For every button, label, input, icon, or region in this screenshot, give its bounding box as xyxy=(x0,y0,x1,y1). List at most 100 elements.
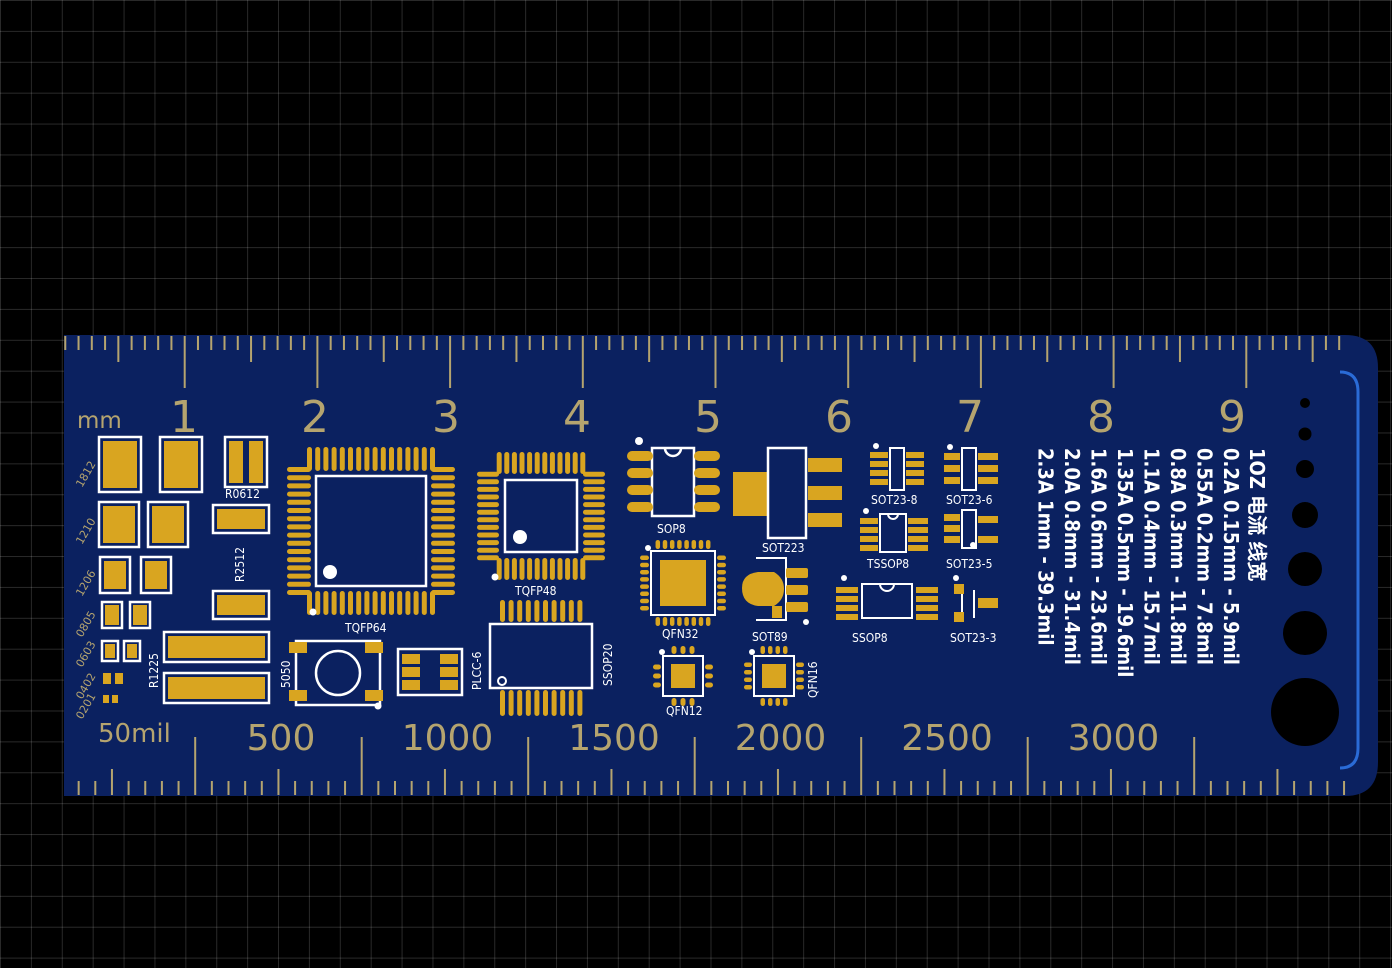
tick-mm xyxy=(382,336,385,362)
tick-mm xyxy=(276,336,279,350)
tick-mm xyxy=(1258,336,1261,350)
tick-mm xyxy=(1298,336,1301,350)
tick-mm xyxy=(449,336,452,388)
tick-mil xyxy=(310,781,313,795)
tick-mm xyxy=(1271,336,1274,350)
qfn16-footprint: QFN16 xyxy=(744,646,820,706)
ruler-top-number: 9 xyxy=(1218,392,1246,443)
current-table-row: 1.35A 0.5mm - 19.6mil xyxy=(1113,448,1137,677)
hole xyxy=(1298,427,1312,441)
ruler-ticks-bottom xyxy=(77,737,1346,795)
tick-mm xyxy=(767,336,770,350)
sot223-footprint: SOT223 xyxy=(733,446,842,555)
tick-mm xyxy=(1125,336,1128,350)
tick-mm xyxy=(1032,336,1035,350)
tick-mm xyxy=(130,336,133,350)
current-table-row: 2.3A 1mm - 39.3mil xyxy=(1034,448,1058,646)
tick-mil xyxy=(593,781,596,795)
tqfp64-footprint: TQFP64 xyxy=(287,447,455,635)
label-sop8: SOP8 xyxy=(657,522,686,536)
tick-mil xyxy=(194,737,197,795)
label-sot23-5: SOT23-5 xyxy=(946,557,992,571)
tick-mil xyxy=(943,769,946,795)
ruler-bottom-unit: 50mil xyxy=(98,719,171,749)
tick-mm xyxy=(369,336,372,350)
tick-mil xyxy=(1010,781,1013,795)
tick-mil xyxy=(1026,737,1029,795)
ruler-ticks-top xyxy=(64,336,1341,388)
tick-mm xyxy=(648,336,651,362)
label-qfn12: QFN12 xyxy=(666,704,703,718)
label-5050: 5050 xyxy=(279,660,293,688)
tick-mm xyxy=(900,336,903,350)
tick-mil xyxy=(993,781,996,795)
tick-mil xyxy=(610,769,613,795)
current-table-row: 0.2A 0.15mm - 5.9mil xyxy=(1219,448,1243,665)
label-sot89: SOT89 xyxy=(752,630,788,644)
current-table-title: 1OZ 电流 线宽 xyxy=(1245,448,1269,581)
board-edge-accent xyxy=(1339,370,1360,770)
ruler-bottom-number: 1500 xyxy=(568,718,660,759)
tick-mm xyxy=(833,336,836,350)
tick-mm xyxy=(541,336,544,350)
tick-mm xyxy=(104,336,107,350)
tick-mil xyxy=(1243,781,1246,795)
label-r0612: R0612 xyxy=(225,487,260,501)
tick-mm xyxy=(794,336,797,350)
tick-mm xyxy=(979,336,982,388)
tick-mil xyxy=(826,781,829,795)
tick-mil xyxy=(177,781,180,795)
tick-mil xyxy=(477,781,480,795)
tick-mil xyxy=(1259,781,1262,795)
tick-mil xyxy=(244,781,247,795)
tick-mil xyxy=(627,781,630,795)
tick-mil xyxy=(1293,781,1296,795)
tick-mm xyxy=(117,336,120,362)
tick-mil xyxy=(160,781,163,795)
tick-mil xyxy=(427,781,430,795)
tick-mm xyxy=(263,336,266,350)
current-table-row: 1.6A 0.6mm - 23.6mil xyxy=(1087,448,1111,665)
tick-mm xyxy=(223,336,226,350)
ruler-top-number: 4 xyxy=(563,392,591,443)
label-qfn16: QFN16 xyxy=(806,661,820,698)
tick-mm xyxy=(1218,336,1221,350)
tick-mil xyxy=(527,737,530,795)
tick-mm xyxy=(475,336,478,350)
tick-mm xyxy=(1192,336,1195,350)
tick-mm xyxy=(1139,336,1142,350)
tick-mil xyxy=(543,781,546,795)
tick-mm xyxy=(608,336,611,350)
tick-mil xyxy=(510,781,513,795)
tick-mm xyxy=(926,336,929,350)
tick-mil xyxy=(960,781,963,795)
qfn32-footprint: QFN32 xyxy=(640,540,726,641)
tick-mm xyxy=(873,336,876,350)
r1812-outline-b xyxy=(158,435,204,494)
tick-mil xyxy=(1076,781,1079,795)
tick-mm xyxy=(714,336,717,388)
tick-mil xyxy=(1226,781,1229,795)
tick-mil xyxy=(394,781,396,795)
tick-mm xyxy=(342,336,345,350)
tick-mil xyxy=(443,769,446,795)
tick-mil xyxy=(1043,781,1046,795)
tick-mil xyxy=(926,781,929,795)
tick-mil xyxy=(460,781,463,795)
tick-mm xyxy=(1205,336,1208,350)
tick-mm xyxy=(183,336,186,388)
sot23-3-footprint: SOT23-3 xyxy=(950,575,998,645)
tick-mil xyxy=(910,781,913,795)
current-table-row: 1.1A 0.4mm - 15.7mil xyxy=(1140,448,1164,665)
r1812-pad-b xyxy=(164,441,198,488)
tick-mm xyxy=(913,336,916,362)
label-tssop8: TSSOP8 xyxy=(866,557,909,571)
tick-mil xyxy=(1209,781,1212,795)
tick-mil xyxy=(144,781,147,795)
label-tqfp64: TQFP64 xyxy=(344,621,387,635)
ruler-bottom-number: 1000 xyxy=(402,718,494,759)
tick-mil xyxy=(1109,769,1112,795)
tick-mil xyxy=(693,737,696,795)
